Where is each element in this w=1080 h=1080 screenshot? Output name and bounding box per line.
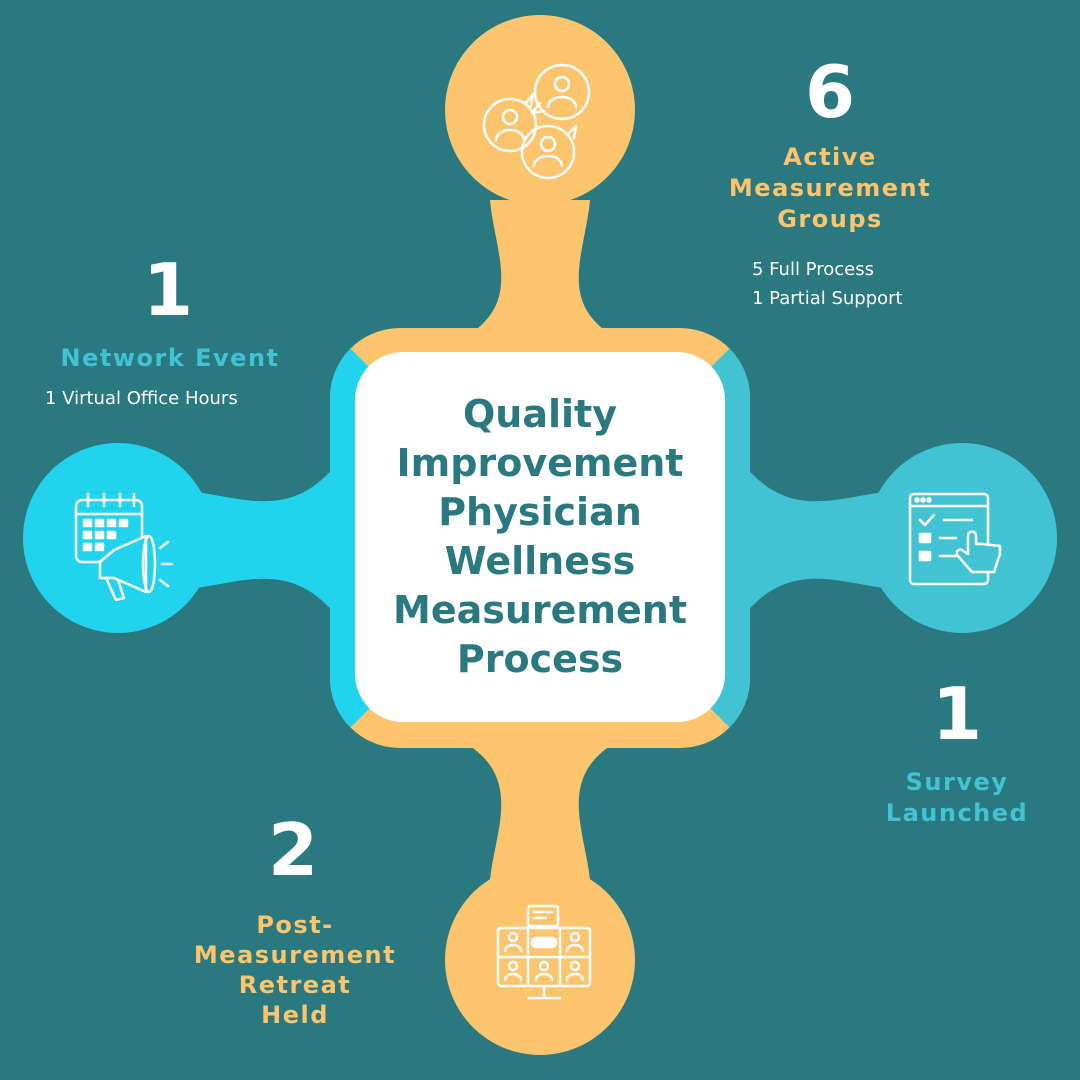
- label-survey-launched: Survey Launched: [885, 768, 1029, 827]
- node-circle-left: [23, 443, 213, 633]
- node-circle-top: [445, 15, 635, 205]
- connector-bottom: [460, 740, 620, 880]
- stat-active-groups: 6: [804, 50, 856, 134]
- calendar-megaphone-icon: [74, 492, 174, 602]
- details-network-event: 1 Virtual Office Hours: [45, 388, 238, 409]
- survey-checklist-icon: [908, 492, 1002, 586]
- video-conference-icon: [496, 904, 592, 1000]
- label-active-groups: Active Measurement Groups: [728, 143, 932, 233]
- connector-right: [740, 460, 900, 620]
- stat-retreat-held: 2: [267, 808, 319, 892]
- node-circle-bottom: [445, 865, 635, 1055]
- center-title: Quality Improvement Physician Wellness M…: [393, 392, 687, 681]
- center-card: [355, 352, 725, 722]
- node-circle-right: [867, 443, 1057, 633]
- stat-survey-launched: 1: [931, 672, 983, 756]
- details-active-groups: 5 Full Process 1 Partial Support: [752, 259, 903, 309]
- connector-left: [180, 460, 340, 620]
- label-network-event: Network Event: [60, 344, 280, 372]
- center-title-box: Quality Improvement Physician Wellness M…: [355, 352, 725, 722]
- label-retreat-held: Post- Measurement Retreat Held: [193, 911, 397, 1029]
- group-chat-icon: [482, 63, 591, 180]
- stat-network-event: 1: [142, 248, 194, 332]
- connector-top: [460, 200, 620, 340]
